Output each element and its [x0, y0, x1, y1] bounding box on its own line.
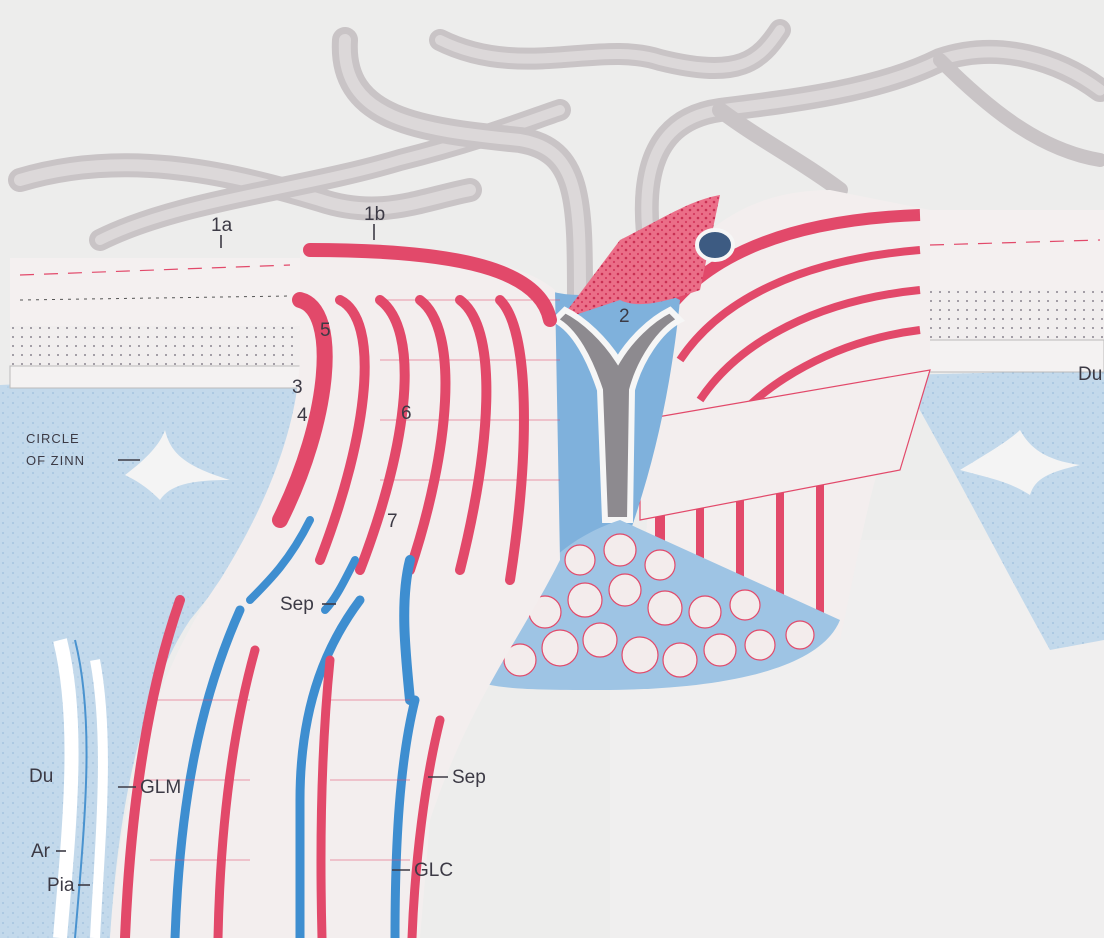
- label-du-right: Du: [1078, 364, 1102, 385]
- label-pia: Pia: [47, 875, 75, 896]
- label-glc: GLC: [414, 860, 453, 881]
- label-of-zinn: OF ZINN: [26, 453, 85, 468]
- right-retina: [900, 210, 1104, 372]
- label-2: 2: [619, 306, 630, 327]
- label-3: 3: [292, 377, 303, 398]
- label-circle: CIRCLE: [26, 431, 80, 446]
- label-4: 4: [297, 405, 308, 426]
- label-7: 7: [387, 511, 398, 532]
- label-1b: 1b: [364, 204, 385, 225]
- label-glm: GLM: [140, 777, 181, 798]
- left-retina: [10, 258, 320, 388]
- label-ar: Ar: [31, 841, 51, 862]
- vessel-lumen: [697, 230, 733, 260]
- label-du: Du: [29, 766, 53, 787]
- label-5: 5: [320, 320, 331, 341]
- label-sep-upper: Sep: [280, 594, 314, 615]
- label-sep-lower: Sep: [452, 767, 486, 788]
- label-1a: 1a: [211, 215, 233, 236]
- label-6: 6: [401, 403, 412, 424]
